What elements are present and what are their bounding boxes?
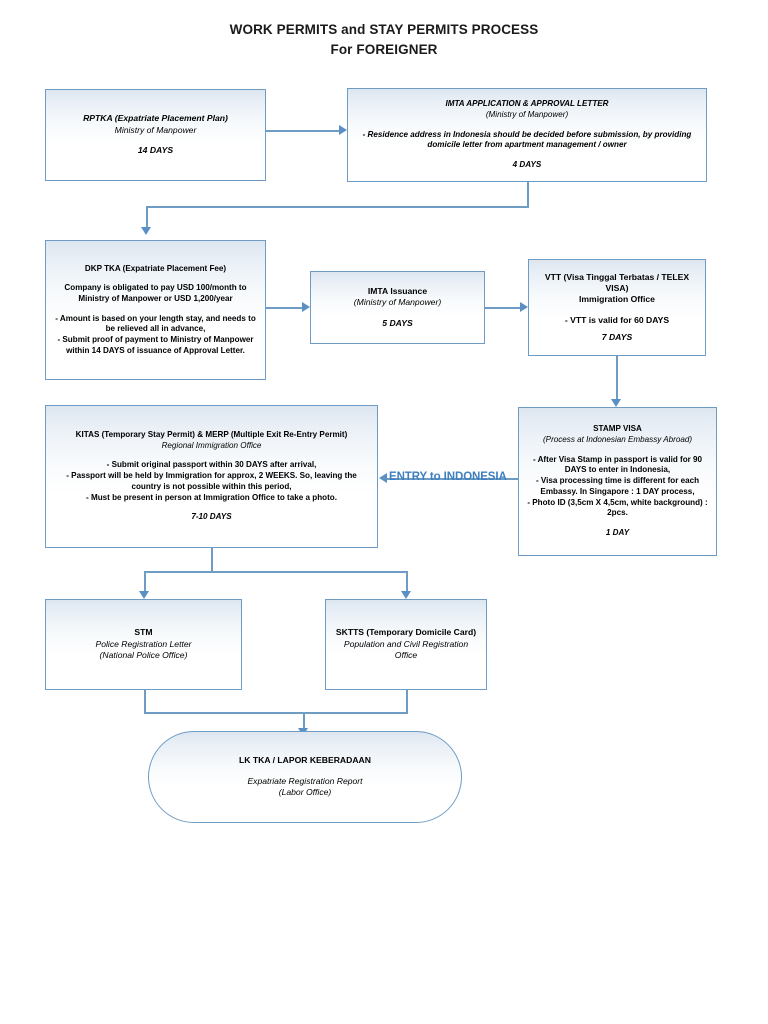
vtt-heading-2: Immigration Office — [579, 294, 655, 305]
stamp-visa-duration: 1 DAY — [605, 527, 630, 537]
node-rptka[interactable]: RPTKA (Expatriate Placement Plan) Minist… — [45, 89, 266, 181]
page-subtitle: For FOREIGNER — [330, 42, 438, 57]
connector-dkp-to-imta-issuance — [266, 307, 303, 309]
rptka-heading: RPTKA (Expatriate Placement Plan) — [83, 113, 228, 124]
stamp-visa-detail-2a: - Visa processing time is different for … — [535, 476, 700, 486]
node-sktts[interactable]: SKTTS (Temporary Domicile Card) Populati… — [325, 599, 487, 690]
dkp-tka-body-2: Ministry of Manpower or USD 1,200/year — [78, 293, 233, 303]
arrowhead-down-icon — [141, 227, 151, 235]
node-imta-issuance[interactable]: IMTA Issuance (Ministry of Manpower) 5 D… — [310, 271, 485, 344]
arrowhead-right-icon — [302, 302, 310, 312]
node-stamp-visa[interactable]: STAMP VISA (Process at Indonesian Embass… — [518, 407, 717, 556]
stamp-visa-detail-2b: Embassy. In Singapore : 1 DAY process, — [540, 486, 695, 496]
kitas-merp-detail-3: - Must be present in person at Immigrati… — [86, 492, 337, 502]
sktts-subheading-2: Office — [394, 650, 418, 661]
imta-issuance-subheading: (Ministry of Manpower) — [353, 297, 442, 308]
dkp-tka-bullet-1b: be relieved all in advance, — [105, 324, 206, 334]
imta-issuance-heading: IMTA Issuance — [367, 285, 428, 296]
kitas-merp-subheading: Regional Immigration Office — [161, 440, 262, 450]
dkp-tka-heading: DKP TKA (Expatriate Placement Fee) — [84, 263, 227, 273]
kitas-merp-detail-2a: - Passport will be held by Immigration f… — [66, 471, 357, 481]
stamp-visa-detail-3b: 2pcs. — [607, 508, 628, 518]
kitas-merp-detail-1: - Submit original passport within 30 DAY… — [106, 460, 317, 470]
dkp-tka-bullet-2a: - Submit proof of payment to Ministry of… — [57, 335, 254, 344]
page-title: WORK PERMITS and STAY PERMITS PROCESS — [229, 22, 539, 37]
connector-kitas-split-bar — [144, 571, 408, 573]
dkp-tka-body-1: Company is obligated to pay USD 100/mont… — [64, 283, 247, 293]
stamp-visa-heading: STAMP VISA — [593, 424, 642, 434]
connector-sktts-down-stem — [406, 690, 408, 713]
vtt-heading-1: VTT (Visa Tinggal Terbatas / TELEX VISA) — [544, 271, 690, 293]
lk-tka-subheading-2: (Labor Office) — [278, 787, 332, 798]
connector-merge-bar — [144, 712, 408, 714]
arrowhead-down-icon — [401, 591, 411, 599]
node-imta-application[interactable]: IMTA APPLICATION & APPROVAL LETTER (Mini… — [347, 88, 707, 182]
connector-kitas-to-stm — [144, 571, 146, 593]
node-kitas-merp[interactable]: KITAS (Temporary Stay Permit) & MERP (Mu… — [45, 405, 378, 548]
arrowhead-right-icon — [520, 302, 528, 312]
connector-kitas-down-stem — [211, 548, 213, 572]
node-lk-tka[interactable]: LK TKA / LAPOR KEBERADAAN Expatriate Reg… — [148, 731, 462, 823]
connector-merge-to-lk-tka — [303, 712, 305, 730]
imta-application-heading: IMTA APPLICATION & APPROVAL LETTER — [445, 99, 609, 109]
node-dkp-tka[interactable]: DKP TKA (Expatriate Placement Fee) Compa… — [45, 240, 266, 380]
connector-stm-down-stem — [144, 690, 146, 713]
stamp-visa-detail-3a: - Photo ID (3,5cm X 4,5cm, white backgro… — [527, 497, 708, 507]
kitas-merp-duration: 7-10 DAYS — [191, 512, 232, 522]
stm-heading: STM — [134, 627, 153, 638]
sktts-subheading-1: Population and Civil Registration — [343, 638, 469, 649]
rptka-duration: 14 DAYS — [137, 145, 174, 156]
sktts-heading: SKTTS (Temporary Domicile Card) — [335, 627, 477, 638]
node-vtt[interactable]: VTT (Visa Tinggal Terbatas / TELEX VISA)… — [528, 259, 706, 356]
arrowhead-down-icon — [611, 399, 621, 407]
stm-subheading-1: Police Registration Letter — [95, 638, 192, 649]
stamp-visa-detail-1a: - After Visa Stamp in passport is valid … — [532, 454, 703, 464]
vtt-duration: 7 DAYS — [601, 332, 633, 343]
connector-imta-left-segment — [146, 206, 529, 208]
lk-tka-heading: LK TKA / LAPOR KEBERADAAN — [239, 755, 371, 766]
imta-issuance-duration: 5 DAYS — [382, 317, 413, 328]
connector-kitas-to-sktts — [406, 571, 408, 593]
imta-application-detail-2: domicile letter from apartment managemen… — [427, 140, 627, 150]
stamp-visa-detail-1b: DAYS to enter in Indonesia, — [564, 465, 671, 475]
connector-imta-down-segment — [527, 182, 529, 207]
connector-stamp-visa-to-kitas — [387, 478, 518, 480]
stm-subheading-2: (National Police Office) — [99, 650, 188, 661]
vtt-detail: - VTT is valid for 60 DAYS — [564, 314, 670, 325]
connector-vtt-to-stamp-visa — [616, 356, 618, 403]
imta-application-detail-1: - Residence address in Indonesia should … — [362, 129, 692, 139]
kitas-merp-heading: KITAS (Temporary Stay Permit) & MERP (Mu… — [75, 430, 348, 440]
connector-imta-issuance-to-vtt — [485, 307, 521, 309]
dkp-tka-bullet-1a: - Amount is based on your length stay, a… — [55, 313, 256, 323]
node-stm[interactable]: STM Police Registration Letter (National… — [45, 599, 242, 690]
arrowhead-down-icon — [139, 591, 149, 599]
stamp-visa-subheading: (Process at Indonesian Embassy Abroad) — [542, 435, 693, 445]
arrowhead-right-icon — [339, 125, 347, 135]
rptka-subheading: Ministry of Manpower — [114, 124, 197, 135]
imta-application-duration: 4 DAYS — [512, 160, 542, 169]
imta-application-subheading: (Ministry of Manpower) — [485, 109, 569, 119]
connector-imta-to-dkp-segment — [146, 206, 148, 229]
entry-to-indonesia-label: ENTRY to INDONESIA — [389, 471, 507, 483]
dkp-tka-bullet-2b: within 14 DAYS of issuance of Approval L… — [66, 345, 245, 355]
kitas-merp-detail-2b: country is not possible within this peri… — [131, 481, 292, 491]
lk-tka-subheading-1: Expatriate Registration Report — [247, 775, 363, 786]
connector-rptka-to-imta-application — [266, 130, 339, 132]
arrowhead-left-icon — [379, 473, 387, 483]
